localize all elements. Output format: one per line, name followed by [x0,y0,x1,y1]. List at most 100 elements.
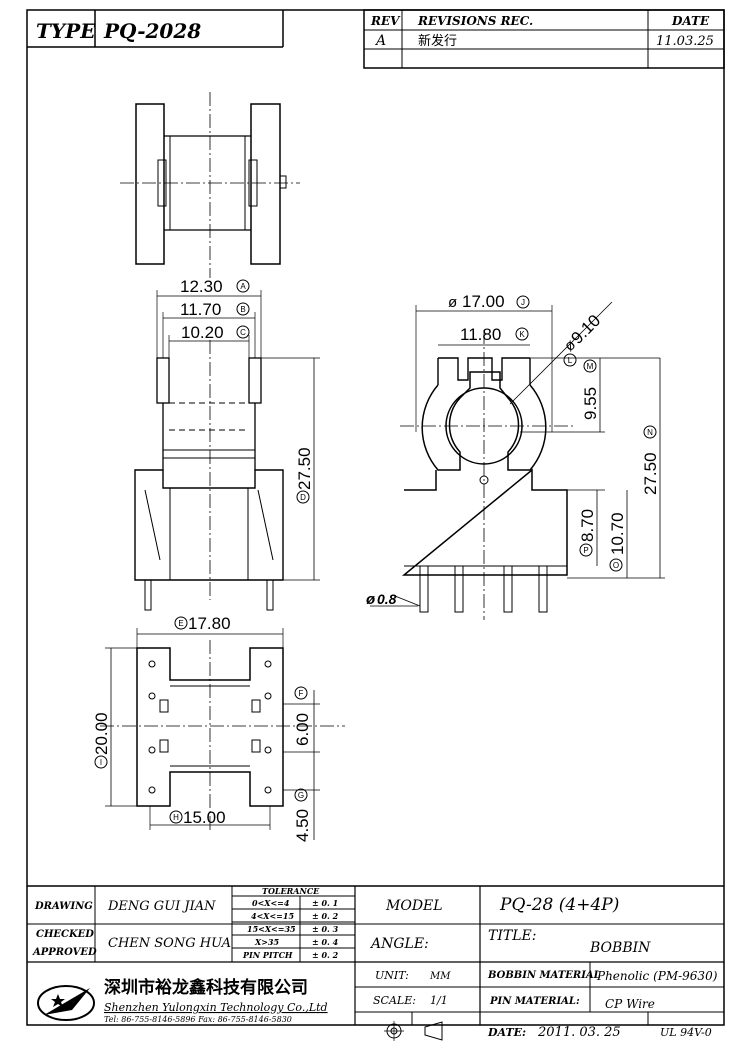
checked-label: CHECKED [36,929,94,940]
svg-text:M: M [587,362,594,371]
tolerance-range: 15<X<=35 [247,924,296,934]
dim-17-00: 17.00 [462,292,505,311]
title-block: DRAWING DENG GUI JIAN CHECKED APPROVED C… [27,885,724,1041]
svg-text:K: K [519,330,525,339]
ul-rating: UL 94V-0 [660,1026,712,1039]
svg-text:L: L [568,356,573,365]
svg-text:A: A [240,282,246,291]
tolerance-table: 0<X<=4 ± 0. 1 4<X<=15 ± 0. 2 15<X<=35 ± … [242,898,339,960]
tolerance-value: ± 0. 1 [312,898,338,908]
svg-text:I: I [100,758,102,767]
marker-j: J [516,295,530,309]
tolerance-range: X>35 [254,937,279,947]
svg-text:D: D [300,493,306,502]
model-value: PQ-28 (4+4P) [499,895,619,915]
approved-label: APPROVED [32,947,97,958]
tolerance-label: TOLERANCE [262,886,320,896]
tolerance-range: 4<X<=15 [251,911,294,921]
tolerance-range: 0<X<=4 [252,898,290,908]
svg-text:F: F [299,689,304,698]
marker-p: P [579,543,593,557]
bobbin-material-label: BOBBIN MATERIAL [487,970,601,981]
pin-material-label: PIN MATERIAL: [489,996,580,1007]
dim-12-30: 12.30 [180,277,223,296]
marker-m: M [583,359,597,373]
tolerance-value: ± 0. 3 [312,924,339,934]
checked-value: CHEN SONG HUA [108,936,231,951]
rev-date: 11.03.25 [656,34,714,49]
revision-table: REV REVISIONS REC. DATE A 新发行 11.03.25 [363,9,725,69]
marker-o: O [609,558,623,572]
scale-label: SCALE: [373,994,416,1007]
dim-15-00: 15.00 [183,808,226,827]
svg-text:E: E [178,619,183,628]
tolerance-value: ± 0. 2 [312,911,339,921]
title-value: BOBBIN [589,940,651,956]
rev-code: A [374,33,386,49]
dim-27-50-front: 27.50 [641,452,660,495]
dim-11-70: 11.70 [180,300,221,319]
company-logo [37,985,95,1021]
svg-text:O: O [613,561,619,570]
dim-8-70: 8.70 [578,509,597,542]
tolerance-range: PIN PITCH [242,950,293,960]
dimension-labels: 12.30 11.70 10.20 27.50 17.00 11.80 9.10… [92,277,660,842]
bobbin-material-value: Phenolic (PM-9630) [596,969,718,983]
svg-text:C: C [240,328,246,337]
marker-k: K [515,327,529,341]
model-label: MODEL [385,898,443,914]
date-header: DATE [671,14,710,28]
dim-17-80: 17.80 [188,614,231,633]
tolerance-value: ± 0. 4 [312,937,339,947]
marker-b: B [236,302,250,316]
diameter-icon: ø [448,294,457,311]
dim-10-70: 10.70 [608,512,627,555]
marker-e: E [174,616,188,630]
marker-d: D [296,490,310,504]
dim-4-50: 4.50 [293,809,312,842]
marker-i: I [94,755,108,769]
unit-value: MM [429,971,451,982]
svg-text:B: B [240,305,245,314]
marker-n: N [643,425,657,439]
marker-a: A [236,279,250,293]
dim-11-80: 11.80 [460,325,501,344]
drawing-label: DRAWING [34,901,93,912]
dim-0-8: 0.8 [377,591,397,607]
dim-27-50-side: 27.50 [295,447,314,490]
rev-text: 新发行 [418,33,457,49]
pin-material-value: CP Wire [605,997,655,1011]
drawing-value: DENG GUI JIAN [107,899,216,914]
top-view [120,92,300,278]
marker-g: G [294,788,308,802]
company-contact: Tel: 86-755-8146-5896 Fax: 86-755-8146-5… [104,1015,292,1024]
svg-text:H: H [173,813,179,822]
bottom-view [100,628,345,840]
front-view [370,301,665,620]
unit-label: UNIT: [375,969,409,982]
marker-l: L [563,353,577,367]
scale-value: 1/1 [430,994,448,1007]
company-name-en: Shenzhen Yulongxin Technology Co.,Ltd [104,1001,328,1014]
diameter-icon: ø [366,591,375,608]
side-view [134,290,320,611]
dim-10-20: 10.20 [181,323,224,342]
marker-h: H [169,810,183,824]
type-value: PQ-2028 [103,19,201,43]
rev-header: REV [370,14,401,28]
marker-c: C [236,325,250,339]
svg-text:P: P [583,546,588,555]
type-box: TYPE PQ-2028 [27,10,284,48]
type-label: TYPE [36,19,96,43]
company-name-cn: 深圳市裕龙鑫科技有限公司 [104,977,308,998]
marker-f: F [294,686,308,700]
svg-text:J: J [521,298,525,307]
title-label: TITLE: [488,928,536,944]
date-label: DATE: [487,1026,526,1039]
circled-markers: A B C D E F G H I J K L M N O P [94,279,657,824]
dim-6-00: 6.00 [293,713,312,746]
svg-text:N: N [647,428,653,437]
svg-text:G: G [298,791,304,800]
angle-label: ANGLE: [369,936,429,952]
